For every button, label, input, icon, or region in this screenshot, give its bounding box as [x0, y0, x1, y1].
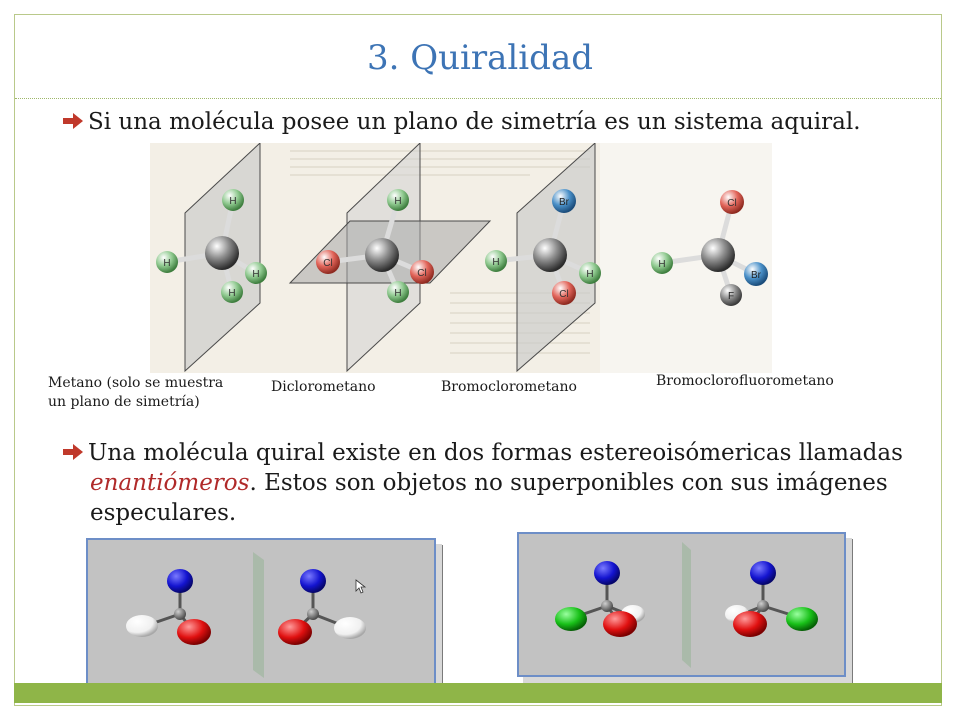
bromochloromethane-model: Br H H Cl: [485, 143, 601, 373]
caption-bromochloromethane: Bromoclorometano: [441, 379, 577, 395]
hydrogen-atom: [485, 250, 507, 272]
footer-accent-bar: [14, 683, 942, 703]
chlorine-atom: [410, 260, 434, 284]
chlorine-atom: [316, 250, 340, 274]
symmetry-plane-figure: H H H H H Cl Cl H Br H: [150, 143, 772, 373]
atom-label: H: [658, 259, 665, 270]
bullet-2-line1: Una molécula quiral existe en dos formas…: [88, 440, 903, 466]
title-divider: [15, 98, 941, 99]
blue-sphere: [167, 569, 193, 593]
caption-methane-line2: un plano de simetría): [48, 394, 200, 410]
mouse-cursor-icon: [355, 579, 367, 594]
arrow-right-icon: [63, 444, 83, 460]
caption-methane-line1: Metano (solo se muestra: [48, 375, 224, 391]
atom-label: H: [229, 196, 236, 207]
chlorine-atom: [552, 281, 576, 305]
atom-label: F: [728, 291, 734, 302]
white-sphere: [334, 617, 366, 639]
red-sphere: [733, 611, 767, 637]
slide-frame: [14, 14, 942, 706]
molecule-right: [725, 561, 818, 637]
methane-model: H H H H: [156, 143, 267, 373]
atom-label: H: [492, 257, 499, 268]
enantiomer-pair-1: [126, 552, 367, 678]
atom-label: H: [394, 288, 401, 299]
atom-label: H: [586, 269, 593, 280]
central-atom: [601, 600, 613, 612]
caption-dichloromethane: Diclorometano: [271, 379, 376, 395]
red-sphere: [603, 611, 637, 637]
enantiomer-panel-1: [86, 538, 436, 685]
central-atom: [757, 600, 769, 612]
hydrogen-atom: [387, 189, 409, 211]
green-sphere: [786, 607, 818, 631]
red-sphere: [177, 619, 211, 645]
central-atom: [307, 608, 319, 620]
hydrogen-atom: [387, 281, 409, 303]
red-sphere: [278, 619, 312, 645]
atom-label: H: [163, 258, 170, 269]
bromine-atom: [744, 262, 768, 286]
bullet-2-line2: . Estos son objetos no superponibles con…: [249, 470, 888, 496]
chlorine-atom: [720, 190, 744, 214]
bromine-atom: [552, 189, 576, 213]
carbon-atom: [533, 238, 567, 272]
bullet-2-line3: especulares.: [90, 500, 237, 526]
bullet-1-text: Si una molécula posee un plano de simetr…: [88, 109, 861, 135]
enantiomer-panel-2: [517, 532, 846, 677]
carbon-atom: [365, 238, 399, 272]
bullet-2: Una molécula quiral existe en dos formas…: [62, 438, 932, 528]
arrow-right-icon: [63, 113, 83, 129]
hydrogen-atom: [156, 251, 178, 273]
molecule-left: [555, 561, 645, 637]
central-atom: [174, 608, 186, 620]
molecule-right: [278, 569, 366, 645]
hydrogen-atom: [222, 189, 244, 211]
molecule-left: [126, 569, 211, 645]
blue-sphere: [300, 569, 326, 593]
caption-methane: Metano (solo se muestra un plano de sime…: [48, 374, 223, 412]
fluorine-atom: [720, 284, 742, 306]
carbon-atom: [205, 236, 239, 270]
atom-label: Cl: [417, 268, 426, 279]
enantiomeros-term: enantiómeros: [90, 470, 250, 496]
hydrogen-atom: [221, 281, 243, 303]
enantiomer-pair-2: [555, 542, 818, 668]
bromochlorofluoromethane-model: Cl H Br F: [651, 190, 768, 306]
green-sphere: [555, 607, 587, 631]
atom-label: H: [228, 288, 235, 299]
atom-label: Cl: [323, 258, 332, 269]
mirror-plane: [682, 542, 691, 668]
mirror-plane: [253, 552, 264, 678]
atom-label: Br: [559, 197, 570, 208]
carbon-atom: [701, 238, 735, 272]
atom-label: H: [252, 269, 259, 280]
hydrogen-atom: [651, 252, 673, 274]
blue-sphere: [750, 561, 776, 585]
atom-label: Cl: [559, 289, 568, 300]
caption-bromochlorofluoromethane: Bromoclorofluorometano: [656, 373, 834, 389]
atom-label: Cl: [727, 198, 736, 209]
atom-label: H: [394, 196, 401, 207]
atom-label: Br: [751, 270, 762, 281]
bullet-1: Si una molécula posee un plano de simetr…: [62, 107, 861, 137]
slide-title: 3. Quiralidad: [367, 38, 593, 78]
hydrogen-atom: [579, 262, 601, 284]
blue-sphere: [594, 561, 620, 585]
hydrogen-atom: [245, 262, 267, 284]
dichloromethane-model: H Cl Cl H: [288, 143, 492, 373]
white-sphere: [126, 615, 158, 637]
